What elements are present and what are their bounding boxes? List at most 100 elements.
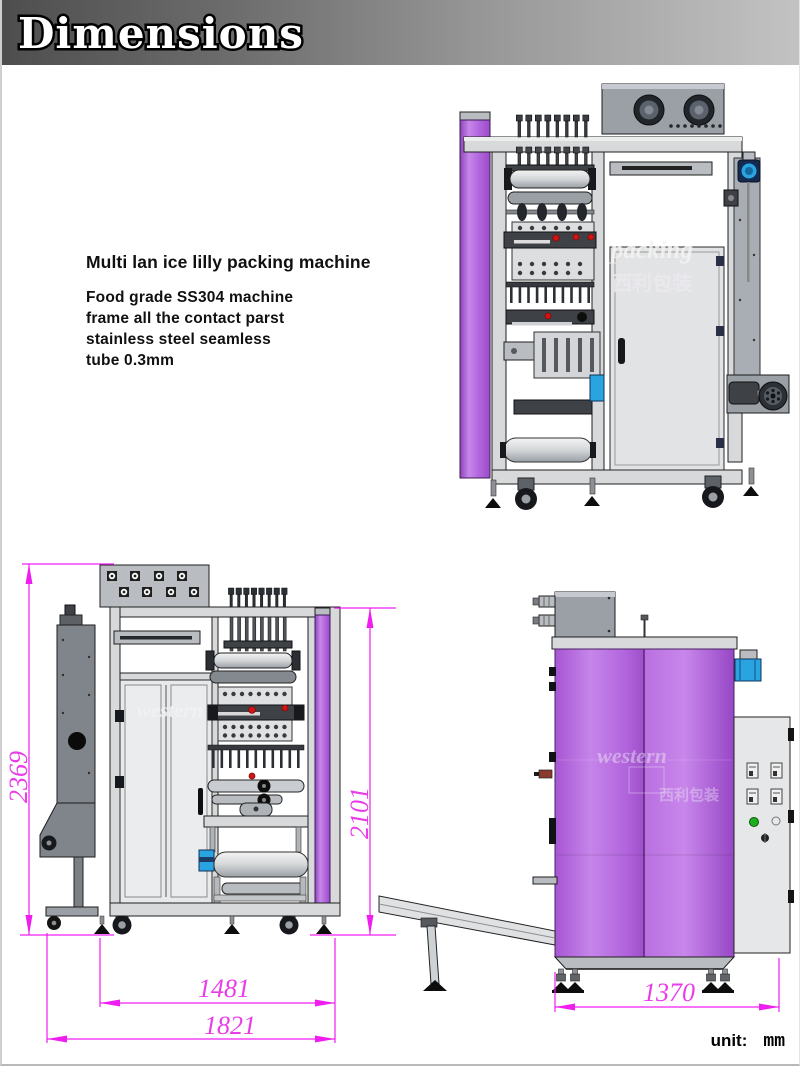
film-roller [504, 168, 596, 190]
power-knob [761, 833, 769, 843]
front-fan-box [99, 564, 210, 608]
caster-wheel [112, 915, 132, 935]
indicator-light-white [771, 816, 781, 826]
dim-text-machine-width: 1481 [198, 974, 250, 1003]
purple-side-panel [459, 111, 491, 479]
side-view-drawing: western 西利包装 1370 [377, 560, 799, 1020]
panel-hinge [788, 810, 794, 823]
panel-hinge [788, 728, 794, 741]
feed-tubes [229, 616, 287, 652]
door-handle [618, 338, 625, 364]
unit-value: mm [763, 1032, 785, 1052]
unit-label: unit: [710, 1031, 748, 1050]
caster-wheel [279, 915, 299, 935]
dim-overall-width: 1821 [46, 933, 335, 1043]
dim-overall-height: 2369 [4, 563, 114, 936]
banner-svg: Dimensions [16, 7, 306, 61]
door-inset [628, 766, 665, 794]
dim-text-overall-height: 2369 [4, 751, 33, 803]
lower-clamp [505, 309, 595, 326]
gear-motor [728, 381, 760, 405]
front-view-svg: western 2369 2101 [4, 563, 396, 1043]
indicator-light-green [749, 817, 759, 827]
fan-box [601, 83, 725, 135]
leveling-foot [566, 968, 584, 993]
conveyor-leg [426, 925, 440, 985]
leveling-foot [552, 968, 570, 993]
isometric-view: packing 西利包装 [452, 70, 799, 515]
dim-text-overall-width: 1821 [204, 1011, 256, 1040]
eye-bolt [640, 614, 649, 621]
slotted-bracket [503, 331, 601, 379]
junction-box [532, 591, 649, 638]
unit-note: unit: mm [711, 1031, 785, 1052]
front-view-drawing: western 2369 2101 [2, 545, 402, 1050]
leveling-foot [716, 968, 734, 993]
dim-machine-width: 1481 [99, 938, 336, 1043]
door-hinge [716, 438, 724, 448]
watermark-cjk: 西利包装 [612, 271, 692, 295]
side-purple-doors [532, 648, 735, 958]
nozzle-row-top [516, 114, 590, 138]
side-drive-assembly [723, 151, 790, 414]
film-roller [205, 650, 301, 671]
leveling-foot [702, 968, 720, 993]
cutter-table [203, 802, 309, 853]
vent-dots [669, 124, 722, 128]
comb-row [207, 744, 305, 768]
leveling-foot [94, 915, 110, 934]
emergency-knob [552, 234, 560, 242]
pressure-gauge [770, 788, 783, 805]
purple-cap [314, 607, 331, 616]
watermark-latin: packing [609, 237, 693, 264]
purple-side-panel [314, 614, 331, 904]
dosing-mechanism [500, 114, 605, 463]
caster-wheel [702, 475, 724, 508]
hose-connector [532, 595, 556, 608]
watermark-front: western [137, 698, 204, 722]
side-latch [549, 818, 556, 844]
mast-pulley [68, 732, 86, 750]
pressure-gauge [746, 788, 759, 805]
cabinet-section [609, 161, 725, 471]
door-handle [198, 788, 203, 815]
upper-channel [113, 630, 201, 645]
hose-connector [532, 614, 556, 627]
side-base [553, 956, 736, 970]
side-latch [549, 667, 556, 676]
dim-machine-height: 2101 [310, 607, 396, 936]
side-view-svg: western 西利包装 1370 [378, 591, 794, 1012]
comb-row [505, 281, 595, 303]
fan-icon [633, 94, 665, 126]
blue-guide-roller [589, 374, 605, 402]
side-rod [532, 876, 558, 885]
machine-title: Multi lan ice lilly packing machine [86, 252, 371, 272]
machine-description: Food grade SS304 machine frame all the c… [86, 289, 294, 369]
pull-rollers [207, 772, 305, 807]
servo-motor [737, 159, 761, 183]
cabinet-door [609, 246, 725, 471]
side-latch [549, 752, 556, 762]
sealing-plate [207, 686, 305, 742]
leveling-foot [485, 479, 501, 508]
fan-icon [107, 571, 199, 597]
header-banner: Dimensions [2, 0, 799, 65]
servo-motor [734, 649, 762, 682]
purple-door-left [554, 648, 645, 958]
door-hinge [115, 710, 124, 722]
outfeed-conveyor [378, 895, 556, 991]
door-hinge [716, 326, 724, 336]
isometric-view-svg: packing 西利包装 [459, 83, 790, 510]
film-roll-unit [198, 849, 309, 904]
front-base [94, 902, 341, 935]
front-mechanism [198, 616, 309, 904]
side-latch [549, 682, 556, 691]
dim-text-side-depth: 1370 [643, 978, 695, 1007]
film-roller-2 [209, 670, 297, 684]
conveyor-foot [423, 980, 447, 991]
film-roller-2 [507, 191, 593, 205]
door-hinge [716, 256, 724, 266]
door-hinge [115, 776, 124, 788]
fan-icon [683, 94, 715, 126]
